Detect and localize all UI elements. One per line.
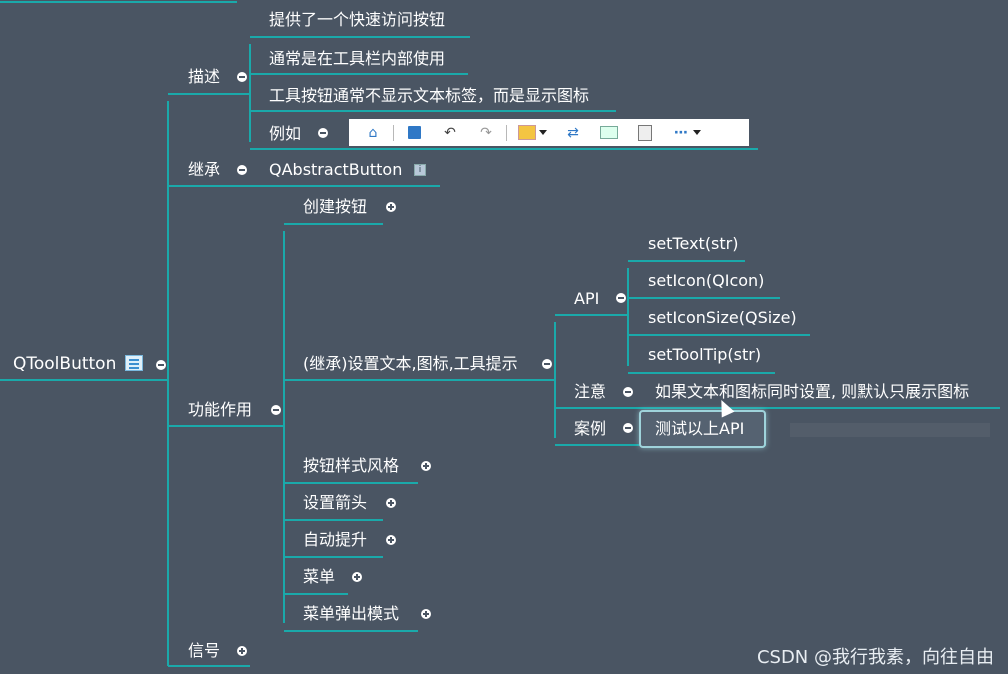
api-node-label[interactable]: API: [574, 289, 600, 308]
collapse-icon[interactable]: [237, 165, 247, 175]
watermark: CSDN @我行我素，向往自由: [756, 647, 994, 668]
signal-node-label[interactable]: 信号: [188, 641, 221, 660]
expand-icon[interactable]: [421, 461, 431, 471]
create-node-label[interactable]: 创建按钮: [303, 197, 368, 216]
case-text[interactable]: 测试以上API: [655, 419, 745, 438]
drag-ghost: [790, 423, 990, 437]
api-item-set-icon-size[interactable]: setIconSize(QSize): [648, 308, 797, 327]
highlight-icon: [517, 123, 537, 143]
swap-icon: ⇄: [567, 124, 579, 141]
expand-icon[interactable]: [386, 498, 396, 508]
case-node-label[interactable]: 案例: [574, 419, 607, 438]
page-icon: [635, 123, 655, 143]
describe-node-label[interactable]: 描述: [188, 67, 221, 86]
example-toolbar-image: ⌂ ↶ ↷ ⇄ ⋯: [349, 119, 749, 146]
api-item-set-text[interactable]: setText(str): [648, 234, 739, 253]
describe-item-2[interactable]: 通常是在工具栏内部使用: [269, 49, 446, 68]
collapse-icon[interactable]: [237, 72, 247, 82]
inherit-value[interactable]: QAbstractButton: [269, 160, 403, 179]
expand-icon[interactable]: [421, 609, 431, 619]
root-node-label[interactable]: QToolButton: [13, 354, 117, 374]
redo-icon: ↷: [480, 124, 492, 141]
home-icon: ⌂: [368, 124, 378, 141]
expand-icon[interactable]: [386, 202, 396, 212]
collapse-icon[interactable]: [623, 387, 633, 397]
api-item-set-tooltip[interactable]: setToolTip(str): [648, 345, 762, 364]
selected-node-highlight[interactable]: [639, 410, 766, 448]
collapse-icon[interactable]: [318, 128, 328, 138]
style-node-label[interactable]: 按钮样式风格: [303, 456, 400, 475]
more-icon: ⋯: [674, 124, 688, 141]
menu-node-label[interactable]: 菜单: [303, 567, 336, 586]
collapse-icon[interactable]: [156, 360, 166, 370]
dropdown-caret-icon: [539, 130, 547, 135]
describe-item-1[interactable]: 提供了一个快速访问按钮: [269, 10, 446, 29]
api-item-set-icon[interactable]: setIcon(QIcon): [648, 271, 765, 290]
inherit-node-label[interactable]: 继承: [188, 160, 221, 179]
expand-icon[interactable]: [386, 535, 396, 545]
toolbar-separator: [393, 124, 394, 141]
popup-mode-node-label[interactable]: 菜单弹出模式: [303, 604, 400, 623]
note-text[interactable]: 如果文本和图标同时设置, 则默认只展示图标: [655, 382, 970, 401]
setting-node-label[interactable]: (继承)设置文本,图标,工具提示: [303, 354, 518, 373]
example-node-label[interactable]: 例如: [269, 124, 302, 143]
arrow-node-label[interactable]: 设置箭头: [303, 493, 368, 512]
note-node-label[interactable]: 注意: [574, 382, 607, 401]
expand-icon[interactable]: [237, 646, 247, 656]
undo-icon: ↶: [444, 124, 456, 141]
collapse-icon[interactable]: [271, 405, 281, 415]
expand-icon[interactable]: [352, 572, 362, 582]
dropdown-caret-icon: [693, 130, 701, 135]
describe-item-3[interactable]: 工具按钮通常不显示文本标签，而是显示图标: [269, 86, 590, 105]
collapse-icon[interactable]: [623, 423, 633, 433]
save-icon: [404, 123, 424, 143]
info-icon: i: [414, 164, 426, 176]
collapse-icon[interactable]: [542, 359, 552, 369]
function-node-label[interactable]: 功能作用: [188, 400, 253, 419]
sheet-icon: [125, 355, 143, 371]
link-icon: [599, 123, 619, 143]
collapse-icon[interactable]: [616, 293, 626, 303]
autoraise-node-label[interactable]: 自动提升: [303, 530, 368, 549]
toolbar-separator: [506, 124, 507, 141]
